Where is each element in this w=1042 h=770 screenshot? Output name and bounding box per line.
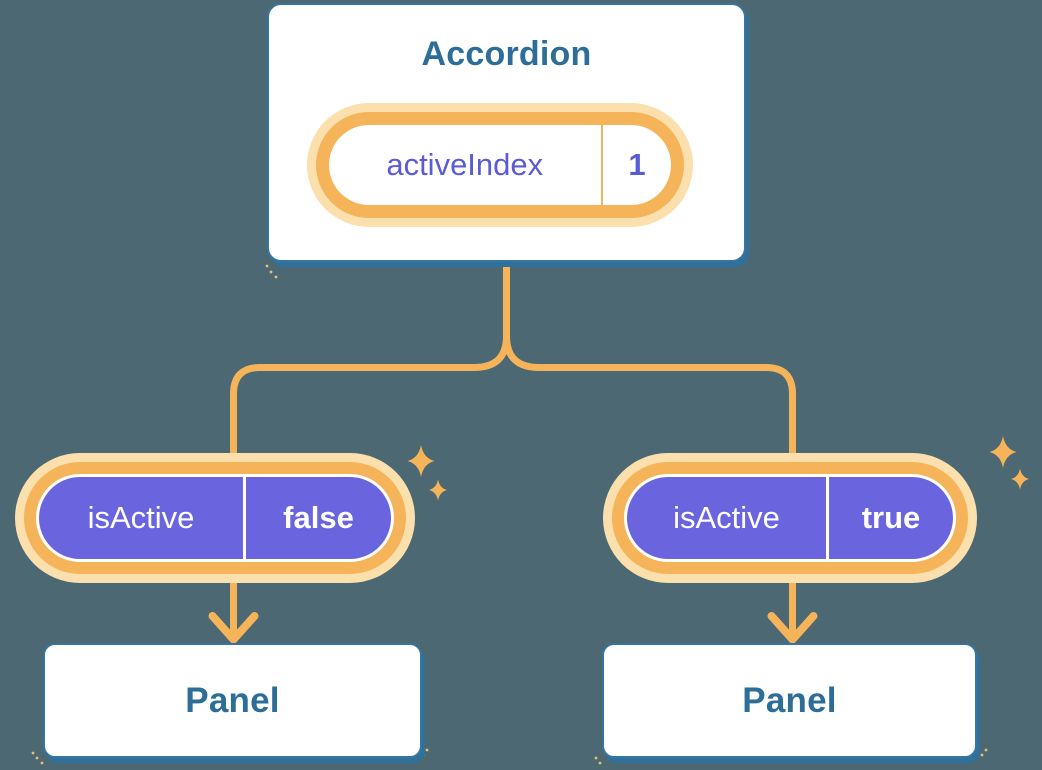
state-pill-value: 1 xyxy=(628,147,646,182)
sparkle-group-left-pill xyxy=(407,445,447,501)
pill-separator xyxy=(826,477,829,559)
pill-separator xyxy=(243,477,246,559)
prop-pill-body: isActive false xyxy=(36,474,394,562)
prop-pill-ring: isActive true xyxy=(612,462,968,574)
state-pill-body: activeIndex 1 xyxy=(329,125,671,205)
panel-title: Panel xyxy=(185,680,280,720)
connector-branch-left xyxy=(230,332,510,637)
connector-branch-right xyxy=(503,332,796,637)
state-pill: activeIndex 1 xyxy=(307,103,693,227)
prop-pill-false: isActive false xyxy=(15,453,415,583)
prop-pill-true: isActive true xyxy=(603,453,977,583)
dust-dots xyxy=(31,264,988,765)
prop-pill-label: isActive xyxy=(87,500,195,535)
prop-pill-value: false xyxy=(283,500,354,535)
arrow-down-icon xyxy=(208,612,259,644)
prop-pill-label: isActive xyxy=(673,500,780,535)
sparkle-icon xyxy=(1011,468,1029,490)
sparkle-icon xyxy=(429,479,447,501)
prop-pill-ring: isActive false xyxy=(24,462,406,574)
panel-box-right: Panel xyxy=(602,643,977,758)
sparkle-icon xyxy=(989,436,1017,468)
sparkle-group-right-pill xyxy=(989,436,1029,490)
sparkle-icon xyxy=(407,445,435,477)
arrow-down-icon xyxy=(767,612,818,644)
prop-pill-body: isActive true xyxy=(624,474,956,562)
panel-title: Panel xyxy=(742,680,837,720)
state-pill-ring: activeIndex 1 xyxy=(316,112,684,218)
panel-box-left: Panel xyxy=(43,643,422,758)
prop-pill-value: true xyxy=(861,500,921,535)
pill-separator xyxy=(600,125,603,205)
state-pill-label: activeIndex xyxy=(386,147,544,182)
accordion-title: Accordion xyxy=(421,35,592,73)
